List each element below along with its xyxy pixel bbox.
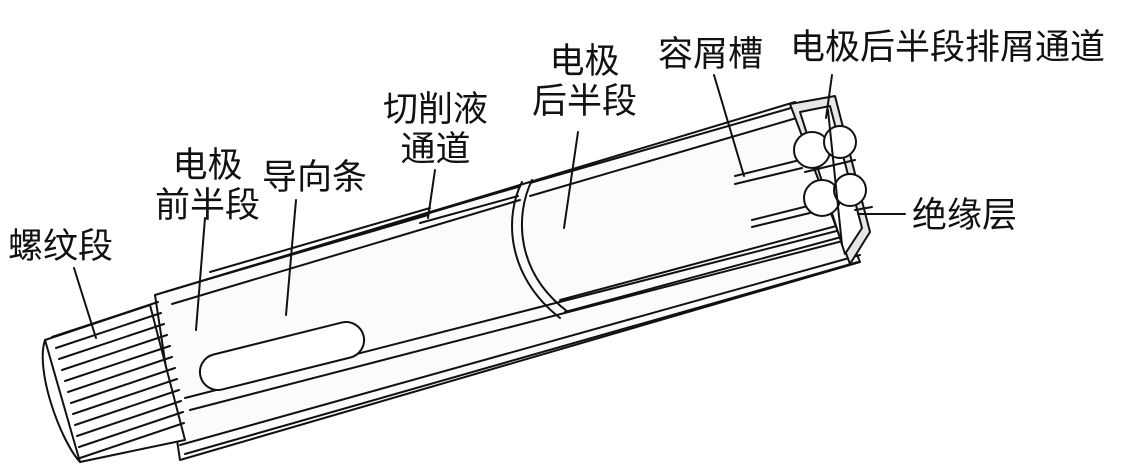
leader-electrode-rear bbox=[563, 131, 579, 229]
leader-guide-strip bbox=[285, 199, 297, 316]
leader-electrode-front bbox=[195, 217, 206, 331]
bottom-edge bbox=[179, 254, 861, 455]
insulation-layer-edge bbox=[854, 206, 873, 211]
label-guide-strip: 导向条 bbox=[262, 158, 368, 198]
leader-rear-chip-channel bbox=[825, 74, 833, 119]
chip-groove-lines bbox=[734, 159, 815, 228]
upper-flute-edge bbox=[204, 207, 431, 281]
label-thread-section: 螺纹段 bbox=[8, 227, 114, 267]
lower-inner-edge bbox=[559, 224, 846, 313]
segment-joint bbox=[511, 181, 561, 319]
coolant-channel-strip bbox=[419, 186, 519, 224]
label-coolant-channel: 切削液 通道 bbox=[382, 90, 488, 170]
leader-coolant-channel bbox=[427, 169, 436, 219]
label-electrode-front: 电极 前半段 bbox=[154, 146, 260, 226]
label-electrode-rear: 电极 后半段 bbox=[531, 42, 637, 122]
leader-chip-groove bbox=[713, 74, 745, 177]
leader-thread-section bbox=[73, 267, 97, 339]
rear-end-face bbox=[789, 95, 871, 265]
label-insulation-layer: 绝缘层 bbox=[912, 196, 1018, 236]
segment-joint-inner bbox=[520, 179, 569, 313]
thread-section-shape bbox=[41, 301, 186, 463]
label-chip-groove: 容屑槽 bbox=[658, 35, 764, 75]
label-rear-chip-channel: 电极后半段排屑通道 bbox=[790, 28, 1106, 68]
body-top-edge-inner bbox=[171, 116, 801, 305]
guide-strip-slot bbox=[198, 321, 366, 391]
